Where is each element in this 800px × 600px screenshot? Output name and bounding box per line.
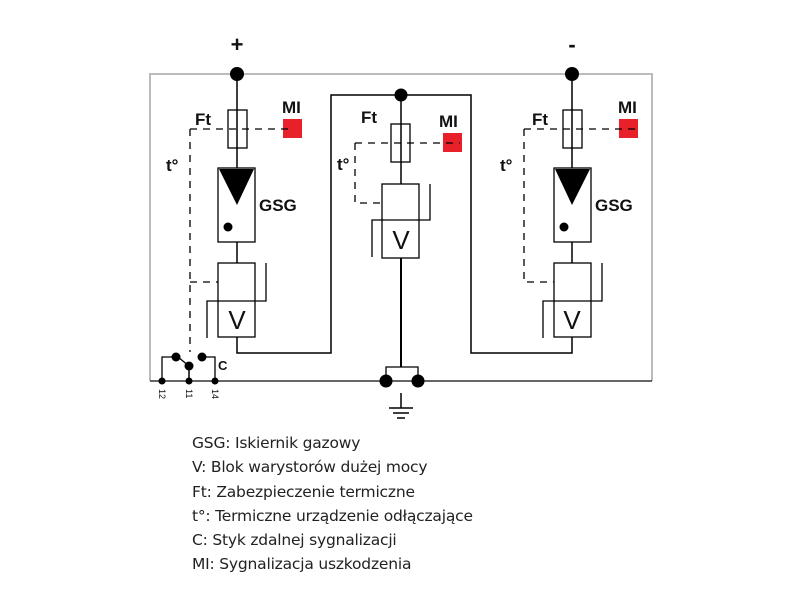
gsg-label: GSG xyxy=(595,196,633,215)
pin-label-12: 12 xyxy=(157,389,167,399)
terminal-plus-label: + xyxy=(231,32,244,57)
thermal-link xyxy=(523,129,554,283)
legend-item-mi: MI: Sygnalizacja uszkodzenia xyxy=(192,555,412,574)
right-module: - Ft MI t° GSG V xyxy=(500,32,638,338)
t-label: t° xyxy=(337,155,350,174)
mi-label: MI xyxy=(282,98,301,117)
pin-label-11: 11 xyxy=(184,389,194,398)
v-label: V xyxy=(563,305,581,335)
center-module: Ft MI t° V xyxy=(337,88,573,419)
pin-14 xyxy=(211,377,219,385)
thermal-link xyxy=(354,143,382,204)
ground-icon xyxy=(389,393,413,419)
ft-label: Ft xyxy=(361,108,377,127)
ground-node xyxy=(379,374,393,388)
legend-item-gsg: GSG: Iskiernik gazowy xyxy=(192,434,361,452)
contact-c-label: C xyxy=(218,358,228,373)
ground-node xyxy=(411,374,425,388)
pin-label-14: 14 xyxy=(210,389,220,399)
left-module: + Ft MI t° GSG V xyxy=(166,32,401,354)
legend-item-t: t°: Termiczne urządzenie odłączające xyxy=(192,506,473,525)
legend: GSG: Iskiernik gazowy V: Blok warystorów… xyxy=(192,431,473,577)
legend-item-ft: Ft: Zabezpieczenie termiczne xyxy=(192,482,415,501)
pin-12 xyxy=(158,377,166,385)
mi-indicator xyxy=(283,119,302,138)
enclosure-frame xyxy=(149,73,653,381)
varistor-block-v xyxy=(553,262,592,338)
terminal-minus-label: - xyxy=(568,32,575,57)
t-label: t° xyxy=(166,156,179,175)
pin-11 xyxy=(185,377,193,385)
gsg-label: GSG xyxy=(259,196,297,215)
mi-label: MI xyxy=(439,112,458,131)
legend-item-c: C: Styk zdalnej sygnalizacji xyxy=(192,531,397,550)
ft-label: Ft xyxy=(195,110,211,129)
remote-signal-contact-c: C 12 11 14 xyxy=(157,352,228,399)
v-label: V xyxy=(228,305,246,335)
ft-label: Ft xyxy=(532,110,548,129)
mi-label: MI xyxy=(618,98,637,117)
v-label: V xyxy=(392,225,410,255)
t-label: t° xyxy=(500,156,513,175)
legend-item-v: V: Blok warystorów dużej mocy xyxy=(192,458,428,477)
